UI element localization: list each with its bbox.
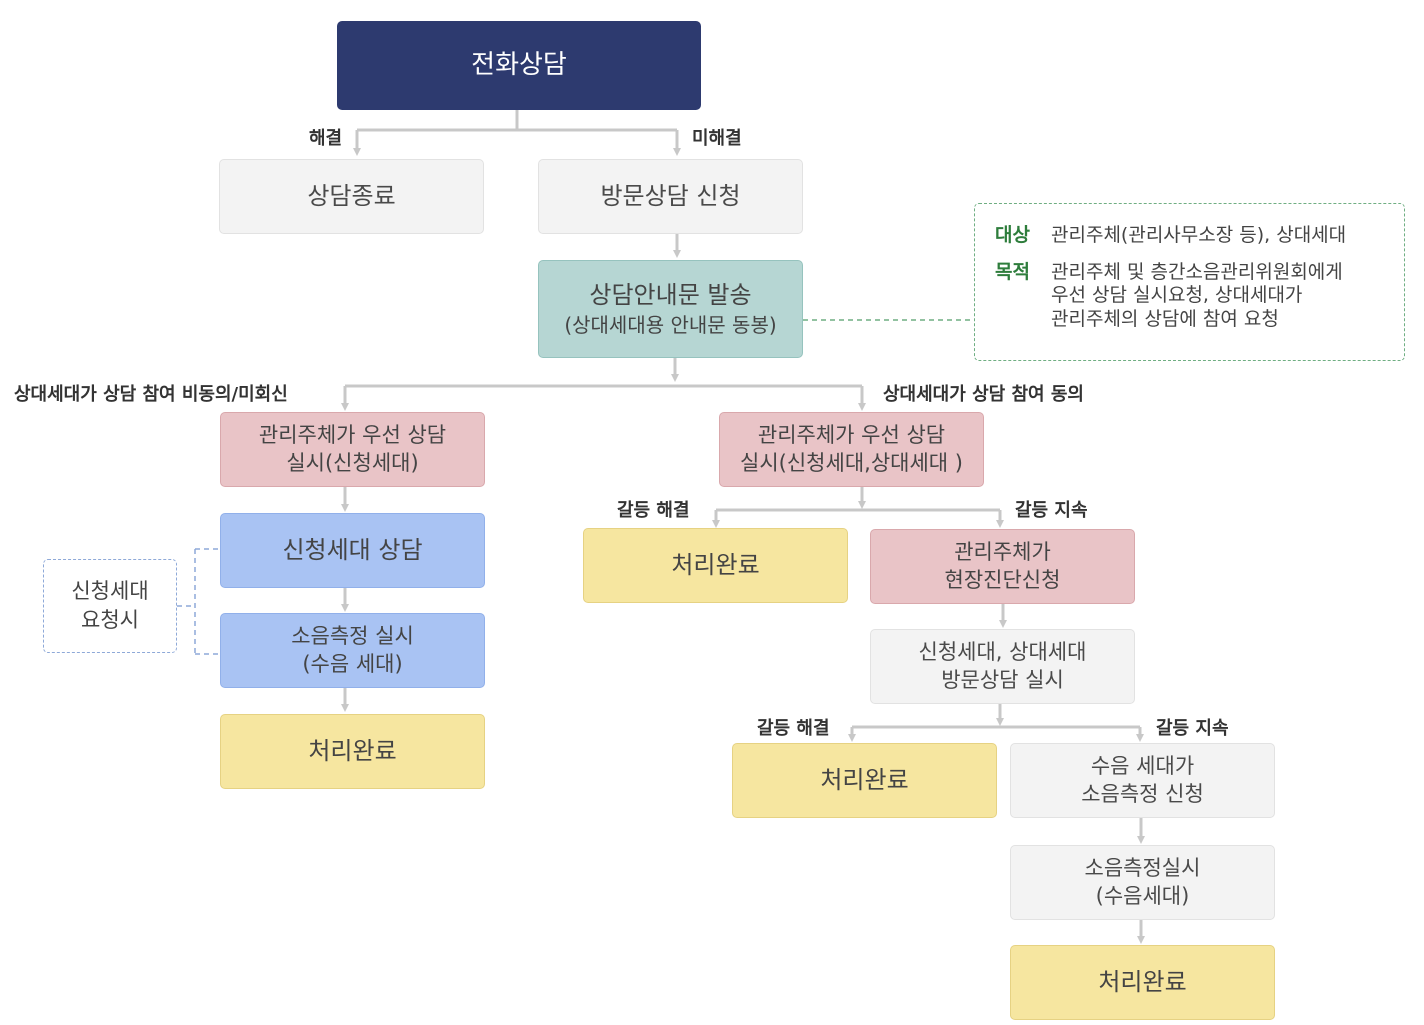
- applicant-consult-label: 신청세대 상담: [282, 535, 423, 564]
- notice-send-line1: 상담안내문 발송: [589, 281, 752, 310]
- diag-request-node: 관리주체가 현장진단신청: [870, 529, 1135, 604]
- diag-line1: 관리주체가: [954, 540, 1051, 565]
- conflict-continues-label-1: 갈등 지속: [1015, 500, 1088, 521]
- right-done-node-2: 처리완료: [732, 743, 997, 818]
- left-measure-line1: 소음측정 실시: [291, 624, 414, 649]
- side-note-line1: 신청세대: [71, 578, 149, 603]
- phone-consult-label: 전화상담: [471, 49, 567, 80]
- resolved-label: 해결: [309, 128, 343, 149]
- both-visit-line1: 신청세대, 상대세대: [918, 640, 1087, 665]
- conflict-resolved-label-2: 갈등 해결: [757, 718, 830, 739]
- right-done-label-2: 처리완료: [820, 765, 909, 794]
- unresolved-label: 미해결: [692, 128, 742, 149]
- applicant-request-note: 신청세대 요청시: [43, 559, 177, 653]
- purpose-value: 관리주체 및 층간소음관리위원회에게 우선 상담 실시요청, 상대세대가 관리주…: [1051, 261, 1343, 330]
- left-mgmt-line2: 실시(신청세대): [286, 450, 419, 475]
- final-done-label: 처리완료: [1098, 967, 1187, 996]
- notice-send-line2: (상대세대용 안내문 동봉): [564, 312, 777, 337]
- left-mgmt-consult-node: 관리주체가 우선 상담 실시(신청세대): [220, 412, 485, 487]
- applicant-consult-node: 신청세대 상담: [220, 513, 485, 588]
- left-done-node: 처리완료: [220, 714, 485, 789]
- both-visit-line2: 방문상담 실시: [941, 667, 1064, 692]
- right-mgmt-line1: 관리주체가 우선 상담: [757, 423, 946, 448]
- phone-consult-node: 전화상담: [337, 21, 701, 110]
- left-mgmt-line1: 관리주체가 우선 상담: [258, 423, 447, 448]
- final-done-node: 처리완료: [1010, 945, 1275, 1020]
- recv-request-line1: 수음 세대가: [1090, 754, 1195, 779]
- final-measure-line1: 소음측정실시: [1084, 856, 1201, 881]
- consult-end-label: 상담종료: [307, 181, 396, 210]
- right-mgmt-line2: 실시(신청세대,상대세대 ): [740, 450, 963, 475]
- disagree-label: 상대세대가 상담 참여 비동의/미회신: [14, 384, 288, 405]
- final-measure-node: 소음측정실시 (수음세대): [1010, 845, 1275, 920]
- right-done-label-1: 처리완료: [671, 550, 760, 579]
- right-done-node-1: 처리완료: [583, 528, 848, 603]
- final-measure-line2: (수음세대): [1095, 883, 1190, 908]
- info-box: 대상 관리주체(관리사무소장 등), 상대세대 목적 관리주체 및 층간소음관리…: [974, 203, 1405, 361]
- right-mgmt-consult-node: 관리주체가 우선 상담 실시(신청세대,상대세대 ): [719, 412, 984, 487]
- target-key: 대상: [995, 224, 1030, 246]
- target-value: 관리주체(관리사무소장 등), 상대세대: [1051, 224, 1347, 246]
- left-measure-node: 소음측정 실시 (수음 세대): [220, 613, 485, 688]
- side-note-line2: 요청시: [81, 608, 139, 632]
- notice-send-node: 상담안내문 발송 (상대세대용 안내문 동봉): [538, 260, 803, 358]
- recv-request-node: 수음 세대가 소음측정 신청: [1010, 743, 1275, 818]
- visit-request-node: 방문상담 신청: [538, 159, 803, 234]
- diag-line2: 현장진단신청: [944, 567, 1061, 592]
- left-measure-line2: (수음 세대): [302, 651, 403, 676]
- purpose-key: 목적: [995, 261, 1030, 284]
- conflict-continues-label-2: 갈등 지속: [1156, 718, 1229, 739]
- recv-request-line2: 소음측정 신청: [1081, 781, 1204, 806]
- consult-end-node: 상담종료: [219, 159, 484, 234]
- left-done-label: 처리완료: [308, 736, 397, 765]
- both-visit-node: 신청세대, 상대세대 방문상담 실시: [870, 629, 1135, 704]
- conflict-resolved-label-1: 갈등 해결: [617, 500, 690, 521]
- agree-label: 상대세대가 상담 참여 동의: [883, 384, 1084, 405]
- visit-request-label: 방문상담 신청: [600, 181, 741, 210]
